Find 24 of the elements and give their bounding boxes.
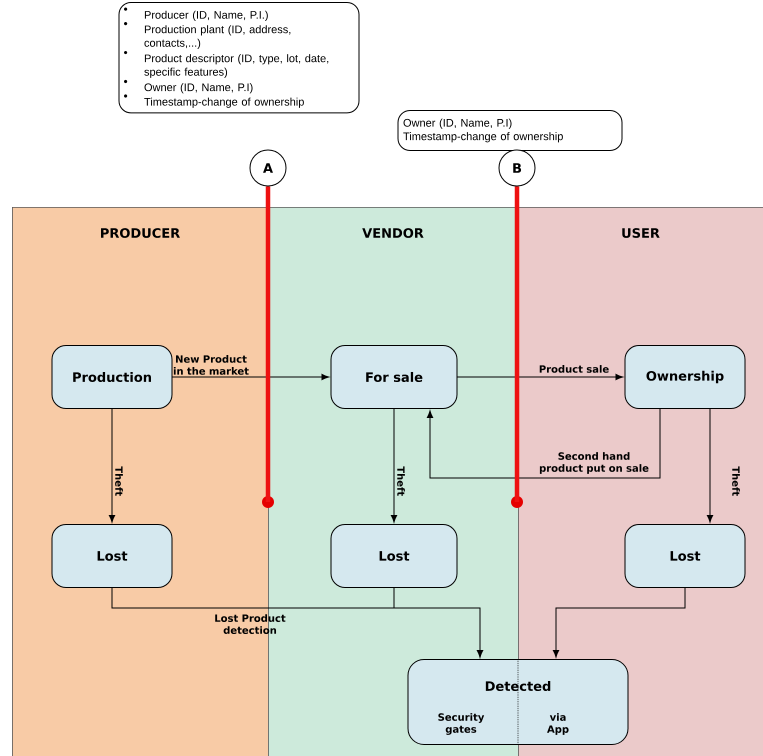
edge-label: Theft	[732, 466, 740, 496]
state-box: Detected Security gates via App	[408, 659, 628, 745]
end-dot	[511, 496, 523, 508]
state-box: For sale	[330, 345, 458, 409]
arrow	[457, 374, 624, 380]
arrow	[394, 588, 484, 658]
edge-label: Theft	[115, 466, 123, 496]
note-box: Producer (ID, Name, P.I.) Production plant (ID, address, contacts,...) Product descriptor (ID, type, lot, date, specific features) Owner (ID, Name, P.I) Timestamp-change of ownership	[118, 2, 360, 114]
arrow	[172, 374, 329, 380]
state-box: Lost	[330, 524, 458, 588]
edge-label: New Product in the market	[174, 355, 249, 375]
state-box: Lost	[52, 524, 172, 588]
edge-label: Second hand product put on sale	[540, 452, 648, 474]
edge-label: Product sale	[540, 365, 609, 373]
state-box: Lost	[624, 524, 746, 588]
arrow	[108, 408, 116, 523]
arrow	[706, 408, 714, 523]
state-box: Production	[52, 345, 172, 409]
arrow	[426, 408, 660, 478]
arrow	[390, 408, 398, 523]
state-box: Ownership	[624, 345, 746, 409]
arrow	[552, 588, 686, 658]
edge-label: Theft	[397, 466, 405, 496]
end-dot	[262, 496, 274, 508]
